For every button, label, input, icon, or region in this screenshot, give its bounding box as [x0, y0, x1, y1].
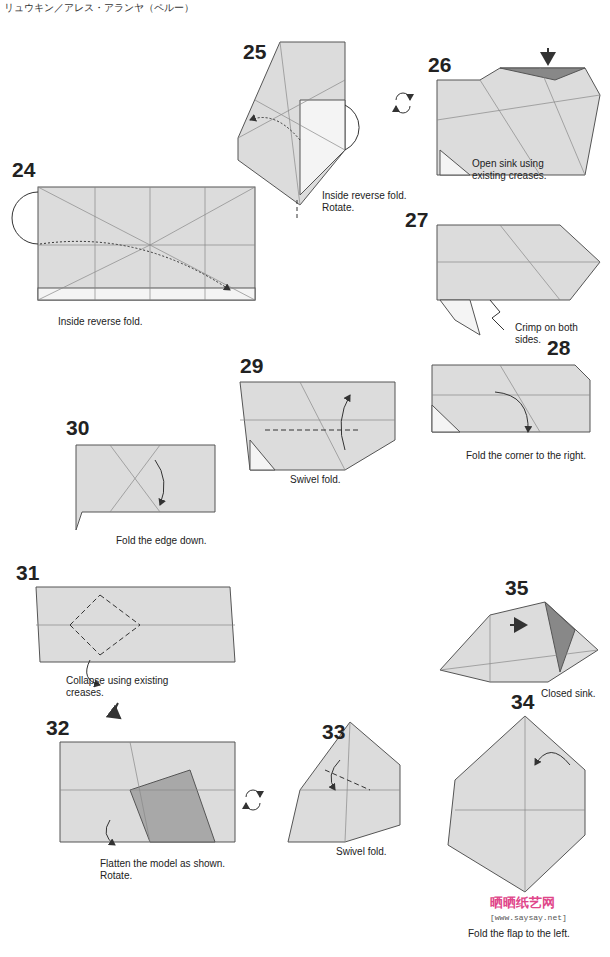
step-number: 33 — [322, 720, 345, 744]
instruction-text: Inside reverse fold. — [58, 316, 143, 328]
instruction-text: Collapse using existing creases. — [66, 675, 191, 698]
step-number: 26 — [428, 53, 451, 77]
step-number: 29 — [240, 354, 263, 378]
step-number: 24 — [12, 158, 35, 182]
step-number: 35 — [505, 576, 528, 600]
watermark: 晒晒纸艺网 — [490, 896, 555, 911]
instruction-text: Open sink using existing creases. — [472, 158, 567, 181]
step-number: 25 — [243, 40, 266, 64]
instruction-text: Inside reverse fold. Rotate. — [322, 190, 417, 213]
instruction-text: Closed sink. — [541, 688, 595, 700]
step-number: 30 — [66, 416, 89, 440]
instruction-text: Flatten the model as shown. Rotate. — [100, 858, 245, 881]
step-number: 34 — [511, 690, 534, 714]
watermark-url: [www.saysay.net] — [490, 913, 567, 922]
step-number: 32 — [46, 716, 69, 740]
page-header: リュウキン／アレス・アランヤ（ペルー） — [4, 2, 194, 14]
instruction-text: Swivel fold. — [336, 846, 387, 858]
instruction-text: Fold the edge down. — [116, 535, 207, 547]
instruction-text: Fold the corner to the right. — [466, 450, 586, 462]
instruction-text: Fold the flap to the left. — [468, 928, 570, 940]
step-number: 28 — [547, 336, 570, 360]
step-number: 31 — [16, 561, 39, 585]
instruction-text: Swivel fold. — [290, 474, 341, 486]
step-number: 27 — [405, 208, 428, 232]
